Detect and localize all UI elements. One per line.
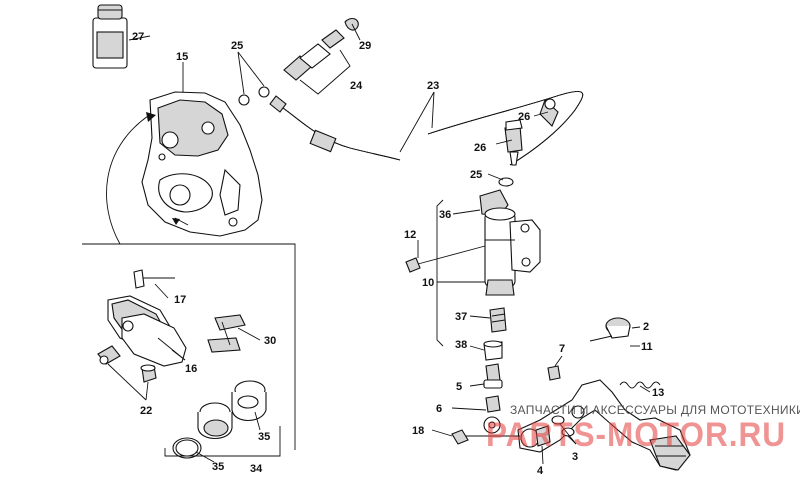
brake-hose xyxy=(238,17,584,187)
label-24: 24 xyxy=(350,80,363,92)
label-17: 17 xyxy=(174,294,186,306)
label-4: 4 xyxy=(537,465,544,477)
label-35-lower: 35 xyxy=(212,461,224,473)
label-7: 7 xyxy=(559,343,565,355)
label-23: 23 xyxy=(427,80,439,92)
watermark-tagline: ЗАПЧАСТИ И АКСЕССУАРЫ ДЛЯ МОТОТЕХНИКИ xyxy=(510,403,800,417)
label-3: 3 xyxy=(572,451,578,463)
brake-pads xyxy=(107,269,246,367)
caliper-pistons xyxy=(172,380,267,459)
watermark-logo: PARTS-MOTOR.RU xyxy=(486,416,786,454)
label-35-upper: 35 xyxy=(258,431,270,443)
label-6: 6 xyxy=(436,403,442,415)
label-25-cylinder: 25 xyxy=(470,169,482,181)
label-38: 38 xyxy=(455,339,467,351)
label-10: 10 xyxy=(422,277,434,289)
label-15: 15 xyxy=(176,51,188,63)
caliper-pins xyxy=(97,345,157,383)
brake-caliper xyxy=(141,91,263,237)
label-18: 18 xyxy=(412,425,424,437)
label-5: 5 xyxy=(456,381,462,393)
label-27: 27 xyxy=(132,31,144,43)
label-34: 34 xyxy=(250,463,263,475)
label-37: 37 xyxy=(455,311,467,323)
label-2: 2 xyxy=(643,321,649,333)
master-cylinder xyxy=(405,189,541,434)
brake-pedal-assembly xyxy=(451,317,691,471)
brake-fluid-bottle xyxy=(92,4,128,69)
label-13: 13 xyxy=(652,387,664,399)
label-22: 22 xyxy=(140,405,152,417)
label-16: 16 xyxy=(185,363,197,375)
label-30: 30 xyxy=(264,335,276,347)
label-36: 36 xyxy=(439,209,451,221)
label-29: 29 xyxy=(359,40,371,52)
label-12: 12 xyxy=(404,229,416,241)
label-25-caliper: 25 xyxy=(231,40,243,52)
label-11: 11 xyxy=(641,341,653,353)
label-26-hose: 26 xyxy=(518,111,530,123)
label-26-fitting: 26 xyxy=(474,142,486,154)
